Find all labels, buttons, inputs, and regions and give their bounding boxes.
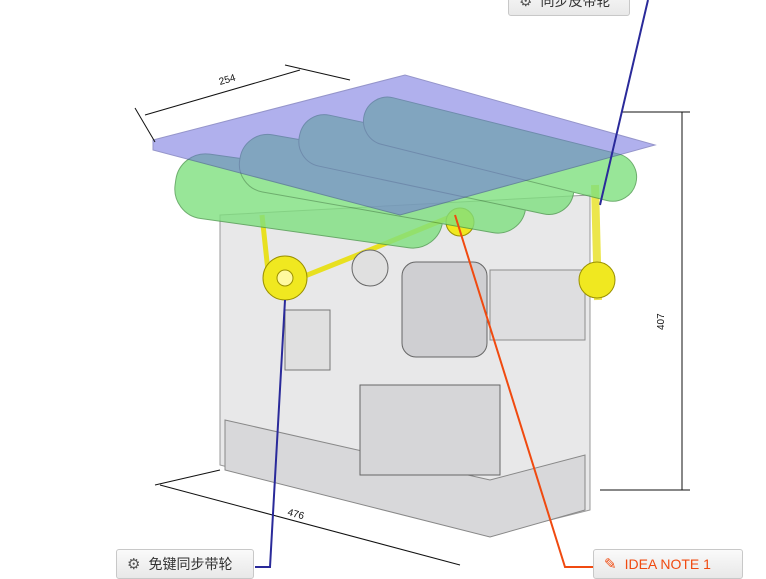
gear-icon: ⚙ bbox=[127, 556, 141, 573]
pencil-icon: ✎ bbox=[604, 556, 617, 573]
leader-line-top bbox=[599, 0, 649, 206]
callout-label: 同步皮带轮 bbox=[540, 0, 611, 9]
callout-label: 免键同步带轮 bbox=[148, 556, 233, 572]
leader-line-right bbox=[454, 214, 593, 568]
top-plate bbox=[152, 74, 657, 216]
callout-timing-pulley-top[interactable]: ⚙ 同步皮带轮 bbox=[508, 0, 630, 16]
dimension-height: 407 bbox=[656, 313, 667, 330]
motor bbox=[401, 261, 488, 358]
leader-line-left bbox=[255, 299, 286, 568]
gearbox bbox=[359, 384, 501, 476]
gear-icon: ⚙ bbox=[519, 0, 533, 10]
dimension-width-bottom: 476 bbox=[286, 507, 305, 522]
callout-idea-note[interactable]: ✎ IDEA NOTE 1 bbox=[593, 549, 743, 579]
frame-base bbox=[224, 419, 586, 538]
dimension-width-top: 254 bbox=[218, 73, 237, 88]
callout-label: IDEA NOTE 1 bbox=[624, 556, 711, 572]
callout-keyless-pulley[interactable]: ⚙ 免键同步带轮 bbox=[116, 549, 254, 579]
